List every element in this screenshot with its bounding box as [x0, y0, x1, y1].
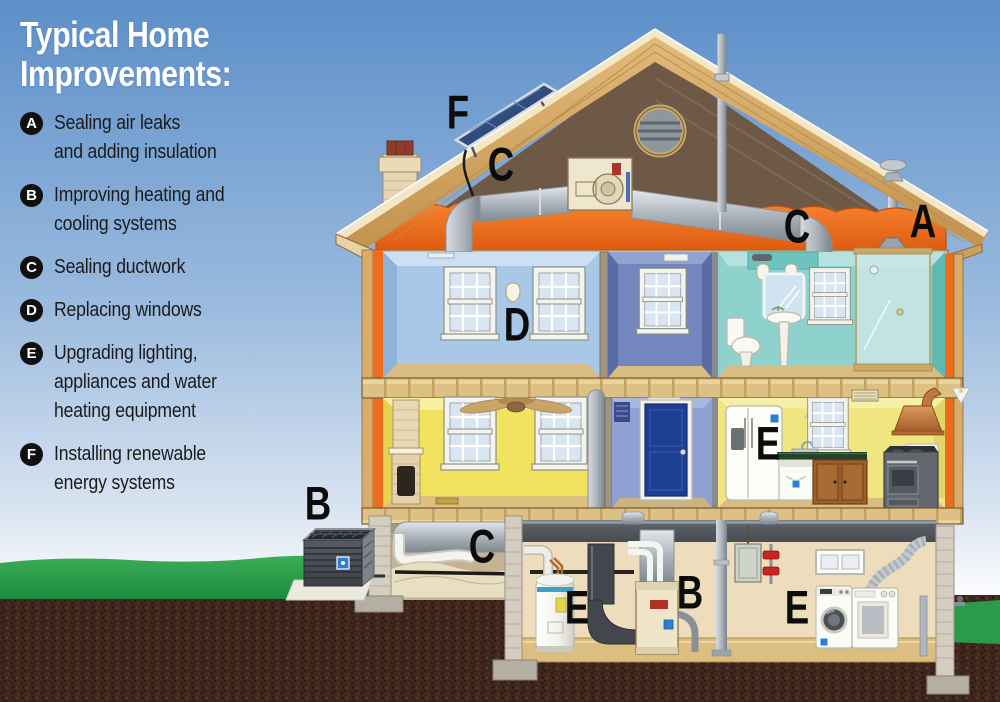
dryer-vent-duct: [865, 536, 927, 593]
legend-item-e: E Upgrading lighting, appliances and wat…: [20, 339, 320, 426]
water-heater: [524, 545, 575, 653]
marker-crawlspace-duct: C: [468, 519, 496, 573]
legend-badge-c: C: [20, 255, 43, 279]
electrical-panel: [734, 526, 762, 583]
marker-furnace: B: [676, 565, 704, 619]
legend-badge-e: E: [20, 341, 43, 365]
legend-item-e-label: Upgrading lighting, appliances and water…: [54, 341, 217, 422]
basement-window: [815, 549, 865, 575]
sewer-stack: [711, 520, 732, 657]
entry-hall: [612, 397, 712, 508]
stove: [883, 443, 939, 509]
duct-chase: [587, 389, 606, 509]
refrigerator: [725, 405, 783, 501]
pedestal-sink: [766, 306, 802, 367]
air-handler: [567, 157, 633, 211]
plumbing-stack: [714, 34, 730, 82]
shower: [853, 247, 933, 372]
roof: [335, 28, 989, 267]
bathroom: [718, 247, 945, 378]
bedroom: [383, 252, 600, 378]
legend-item-b: B Improving heating and cooling systems: [20, 181, 320, 239]
grass-right: [946, 600, 1000, 644]
legend-item-c-label: Sealing ductwork: [54, 255, 186, 278]
marker-ac-condenser: B: [304, 476, 332, 530]
marker-windows: D: [503, 297, 531, 351]
legend: Typical Home Improvements: A Sealing air…: [20, 14, 320, 498]
marker-solar-panel: F: [446, 85, 470, 139]
legend-badge-a: A: [20, 111, 43, 135]
front-door: [639, 399, 693, 501]
grass-left: [0, 555, 378, 599]
toilet: [726, 317, 761, 367]
solar-panel: [453, 82, 559, 197]
dryer: [851, 587, 899, 649]
dishwasher: [778, 459, 814, 501]
shutoff-valves-icon: [762, 544, 780, 584]
fireplace: [388, 399, 424, 505]
kitchen-counter: [777, 440, 867, 460]
marker-attic-duct-left: C: [487, 137, 515, 191]
house: [335, 28, 989, 695]
return-duct: [587, 543, 639, 645]
attic-duct-left: [445, 185, 573, 253]
page-title: Typical Home Improvements:: [20, 14, 232, 94]
ac-condenser: [285, 527, 385, 601]
marker-washer-dryer: E: [784, 580, 810, 634]
roof-vent-cap-icon: [879, 159, 907, 182]
legend-item-f: F Installing renewable energy systems: [20, 440, 320, 498]
legend-item-a: A Sealing air leaks and adding insulatio…: [20, 109, 320, 167]
legend-item-f-label: Installing renewable energy systems: [54, 442, 207, 494]
foundation: [354, 515, 970, 695]
legend-item-a-label: Sealing air leaks and adding insulation: [54, 111, 217, 163]
cabinet: [812, 459, 868, 505]
marker-refrigerator: E: [755, 416, 781, 470]
legend-item-c: C Sealing ductwork: [20, 253, 320, 282]
legend-items: A Sealing air leaks and adding insulatio…: [20, 109, 320, 498]
legend-item-d: D Replacing windows: [20, 296, 320, 325]
range-hood: [891, 387, 945, 436]
trunk-duct: [522, 520, 936, 542]
furnace: [628, 541, 699, 655]
upstairs-hall: [608, 252, 712, 378]
marker-water-heater: E: [564, 580, 590, 634]
washer: [815, 585, 853, 649]
legend-item-d-label: Replacing windows: [54, 298, 202, 321]
kitchen: [718, 387, 971, 509]
wall-sconce-icon: [505, 282, 521, 303]
legend-badge-b: B: [20, 183, 43, 207]
legend-badge-f: F: [20, 442, 43, 466]
crawlspace: [383, 521, 520, 600]
exterior-faucet-icon: [954, 595, 965, 606]
marker-attic-insulation: A: [909, 194, 937, 248]
marker-attic-duct-right: C: [783, 199, 811, 253]
exterior-sconce-icon: [951, 387, 971, 406]
living-room: [383, 395, 600, 508]
gable-vent-icon: [633, 104, 687, 158]
legend-item-b-label: Improving heating and cooling systems: [54, 183, 225, 235]
legend-badge-d: D: [20, 298, 43, 322]
ceiling-fan-icon: [459, 397, 573, 414]
basement: [521, 511, 965, 663]
